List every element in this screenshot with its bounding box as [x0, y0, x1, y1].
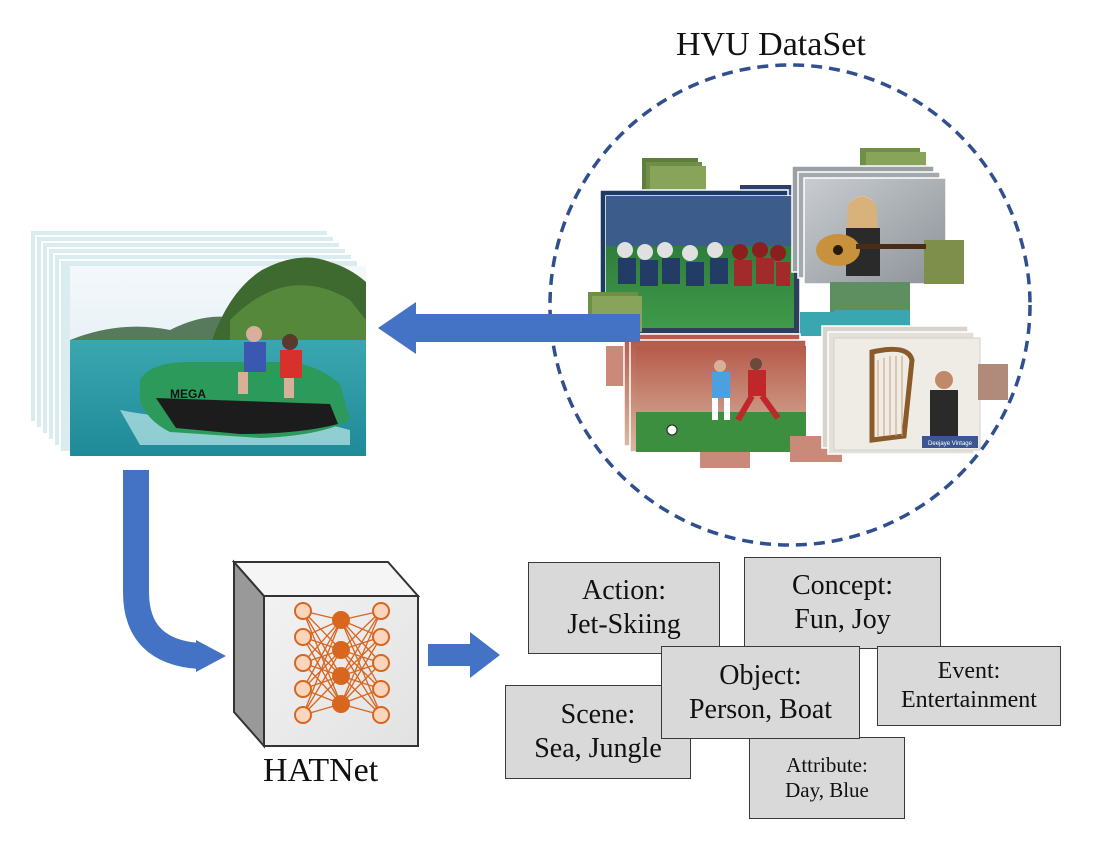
- arrow-dataset-to-video: [378, 302, 640, 354]
- soccer-player-blue: [712, 360, 730, 420]
- video-frame-stack: MEGA: [29, 229, 366, 456]
- rider-back: [280, 334, 302, 398]
- rider-front: [238, 326, 266, 394]
- tag-values-concept: Fun, Joy: [794, 604, 891, 635]
- tag-box-attribute: Attribute: Day, Blue: [749, 737, 905, 819]
- tag-values-object: Person, Boat: [688, 693, 833, 725]
- thumbnail-stack-soccer: [606, 333, 842, 468]
- dataset-circle: [548, 63, 1032, 547]
- hatnet-model-cube: [231, 559, 421, 749]
- thumbnail-stack-american-football: [599, 189, 801, 335]
- soccer-player-red: [735, 358, 781, 422]
- tag-values-attribute: Day, Blue: [785, 778, 869, 802]
- jetski-illustration: MEGA: [140, 326, 350, 438]
- tag-category-scene: Scene:: [560, 699, 636, 731]
- tag-values-action: Jet-Skiing: [567, 609, 681, 640]
- arrow-video-to-model: [123, 470, 226, 672]
- tag-category-action: Action:: [582, 575, 666, 607]
- tag-category-concept: Concept:: [791, 570, 894, 602]
- dataset-title: HVU DataSet: [676, 26, 866, 63]
- thumbnail-watermark: Deejaye Vintage: [928, 441, 973, 447]
- neural-network-nodes: [294, 602, 390, 724]
- thumbnail-stack-guitar: [791, 165, 964, 285]
- tag-values-event: Entertainment: [901, 687, 1037, 713]
- tag-category-event: Event:: [937, 658, 1001, 685]
- thumbnail-stack-harp: Deejaye Vintage: [821, 325, 1008, 455]
- tag-box-action: Action: Jet-Skiing: [528, 562, 720, 654]
- tag-box-event: Event: Entertainment: [877, 646, 1061, 726]
- tag-box-concept: Concept: Fun, Joy: [744, 557, 941, 649]
- tag-values-scene: Sea, Jungle: [534, 733, 662, 764]
- hvu-dataset-group: Deejaye Vintage: [548, 63, 1032, 547]
- video-frame-front: MEGA: [70, 257, 366, 456]
- arrow-model-to-labels: [428, 632, 500, 678]
- tag-box-scene: Scene: Sea, Jungle: [505, 685, 691, 779]
- model-name: HATNet: [263, 752, 379, 789]
- tag-category-attribute: Attribute:: [786, 752, 868, 777]
- tag-category-object: Object:: [719, 659, 802, 691]
- jetski-hull-text: MEGA: [170, 387, 206, 401]
- tag-box-object: Object: Person, Boat: [661, 646, 860, 739]
